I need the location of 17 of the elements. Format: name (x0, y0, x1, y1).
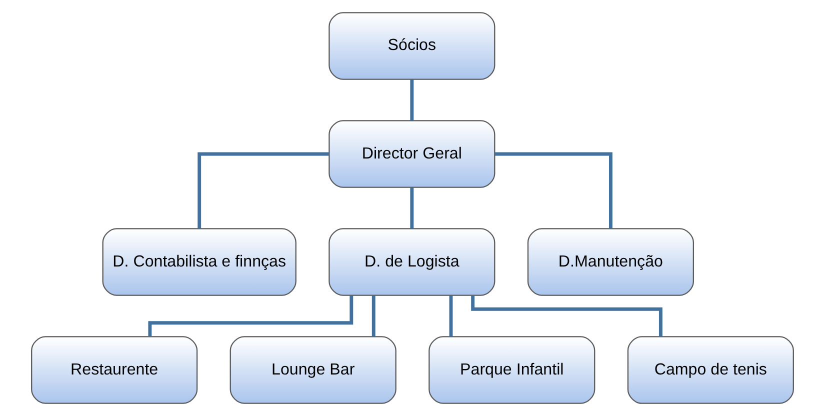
node-box: Lounge Bar (229, 336, 396, 404)
connector (410, 188, 414, 228)
connector (148, 296, 353, 336)
connector (197, 152, 329, 228)
node-box: Campo de tenis (626, 336, 794, 404)
connector (410, 80, 414, 120)
connector (494, 152, 612, 228)
connector (448, 296, 452, 336)
node-box: D. de Logista (328, 228, 495, 296)
node-box: Director Geral (328, 120, 495, 188)
node-box: Sócios (328, 12, 495, 80)
node-box: Restaurente (30, 336, 198, 404)
node-box: D. Contabilista e finnças (102, 228, 296, 296)
connector (470, 296, 662, 336)
connector (371, 296, 375, 336)
node-box: Parque Infantil (428, 336, 595, 404)
node-box: D.Manutenção (526, 228, 694, 296)
